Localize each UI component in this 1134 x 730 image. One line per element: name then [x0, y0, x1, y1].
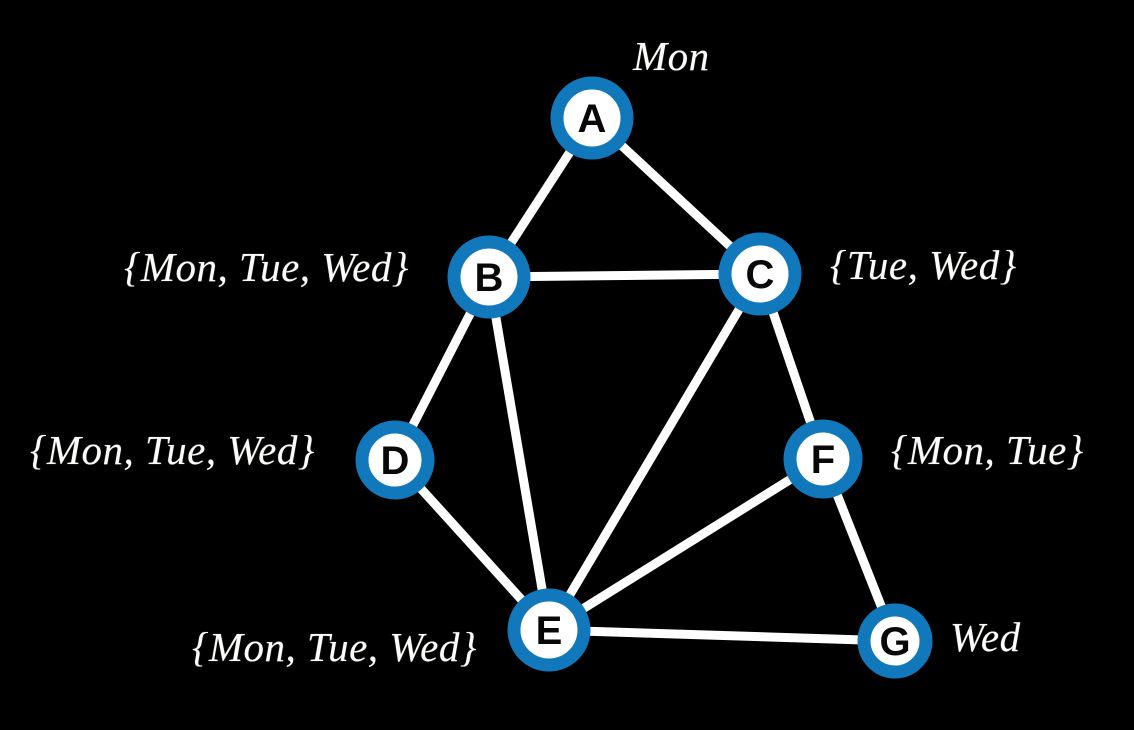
- domain-label-a: Mon: [633, 33, 710, 79]
- node-circle-b: [447, 235, 531, 319]
- graph-node-c[interactable]: C: [718, 232, 802, 316]
- node-letter-f: F: [811, 438, 835, 482]
- node-letter-e: E: [536, 609, 563, 653]
- node-circle-f: [783, 419, 863, 499]
- domain-label-b: {Mon, Tue, Wed}: [124, 244, 409, 290]
- node-circle-e: [507, 588, 591, 672]
- node-letter-d: D: [381, 439, 410, 483]
- edge-e-g: [544, 625, 900, 646]
- node-circle-d: [355, 420, 435, 500]
- node-letter-c: C: [746, 253, 775, 297]
- node-circle-a: [550, 76, 634, 160]
- domain-label-e: {Mon, Tue, Wed}: [192, 624, 477, 670]
- edge-b-c: [484, 269, 765, 282]
- node-letter-b: B: [475, 256, 504, 300]
- domain-label-c: {Tue, Wed}: [830, 242, 1017, 288]
- edges-group: [390, 113, 900, 646]
- node-letter-a: A: [578, 97, 607, 141]
- edge-c-e: [544, 269, 765, 635]
- node-circle-g: [857, 603, 933, 679]
- nodes-group: A B C D E F G: [355, 76, 933, 679]
- node-letter-g: G: [879, 620, 910, 664]
- edge-b-e: [484, 272, 554, 635]
- node-circle-c: [718, 232, 802, 316]
- graph-node-a[interactable]: A: [550, 76, 634, 160]
- domain-label-d: {Mon, Tue, Wed}: [30, 427, 315, 473]
- graph-node-g[interactable]: G: [857, 603, 933, 679]
- domain-label-f: {Mon, Tue}: [891, 427, 1084, 473]
- edge-e-f: [544, 454, 828, 635]
- graph-node-d[interactable]: D: [355, 420, 435, 500]
- domain-label-g: Wed: [950, 614, 1021, 660]
- graph-node-b[interactable]: B: [447, 235, 531, 319]
- graph-node-f[interactable]: F: [783, 419, 863, 499]
- graph-node-e[interactable]: E: [507, 588, 591, 672]
